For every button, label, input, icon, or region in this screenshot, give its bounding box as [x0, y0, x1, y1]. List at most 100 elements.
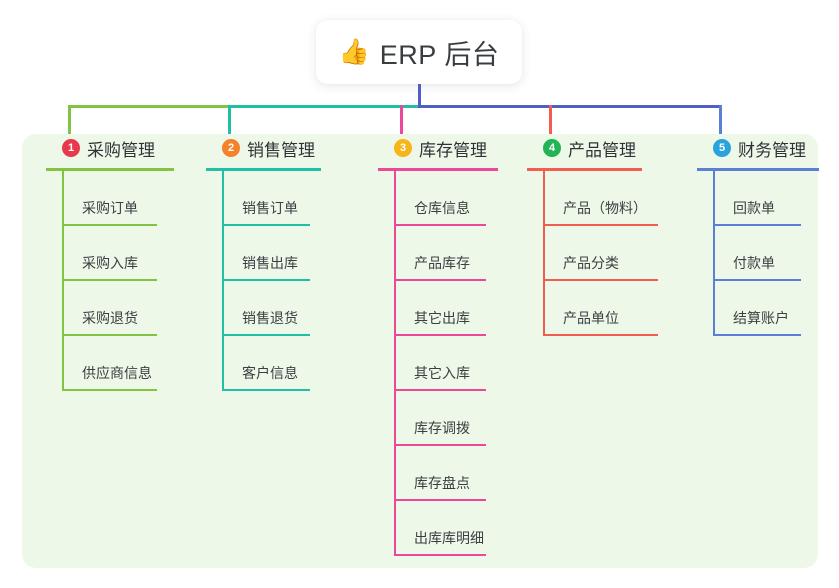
leaf-label: 库存调拨 — [414, 420, 470, 436]
module-header-1[interactable]: 1 采购管理 — [46, 134, 174, 162]
leaf-label: 产品分类 — [563, 255, 619, 271]
leaf-label: 销售订单 — [242, 200, 298, 216]
leaf-underline — [543, 224, 658, 226]
connector-drop-5 — [719, 105, 722, 157]
leaf-item[interactable]: 付款单 — [713, 226, 819, 281]
leaf-underline — [394, 334, 486, 336]
module-branch-4: 产品（物料） 产品分类产品单位 — [543, 171, 658, 336]
leaf-label: 产品（物料） — [563, 200, 647, 216]
module-header-5[interactable]: 5 财务管理 — [697, 134, 819, 162]
module-branch-1: 采购订单采购入库采购退货供应商信息 — [62, 171, 174, 391]
leaf-underline — [394, 499, 486, 501]
module-branch-5: 回款单付款单结算账户 — [713, 171, 819, 336]
module-badge-4: 4 — [543, 139, 561, 157]
leaf-underline — [394, 389, 486, 391]
leaf-item[interactable]: 产品库存 — [394, 226, 498, 281]
root-node[interactable]: 👍 ERP 后台 — [316, 20, 522, 84]
leaf-item[interactable]: 销售订单 — [222, 171, 321, 226]
module-underline-2 — [206, 168, 321, 171]
leaf-label: 采购入库 — [82, 255, 138, 271]
leaf-item[interactable]: 销售出库 — [222, 226, 321, 281]
leaf-item[interactable]: 客户信息 — [222, 336, 321, 391]
module-underline-4 — [527, 168, 642, 171]
module-title-4: 产品管理 — [568, 140, 636, 160]
leaf-item[interactable]: 库存盘点 — [394, 446, 498, 501]
leaf-underline — [713, 334, 801, 336]
leaf-item[interactable]: 采购退货 — [62, 281, 174, 336]
connector-drop-1 — [68, 105, 71, 157]
leaf-item[interactable]: 采购入库 — [62, 226, 174, 281]
root-stem-line — [418, 84, 421, 108]
leaf-underline — [222, 279, 310, 281]
modules-panel: 1 采购管理采购订单采购入库采购退货供应商信息 2 销售管理销售订单销售出库销售退货客… — [22, 134, 819, 568]
module-title-5: 财务管理 — [738, 140, 806, 160]
leaf-label: 结算账户 — [733, 310, 789, 326]
module-column-1: 1 采购管理采购订单采购入库采购退货供应商信息 — [46, 134, 174, 391]
module-branch-2: 销售订单销售出库销售退货客户信息 — [222, 171, 321, 391]
module-column-4: 4 产品管理产品（物料） 产品分类产品单位 — [527, 134, 658, 336]
leaf-underline — [543, 334, 658, 336]
leaf-underline — [222, 224, 310, 226]
leaf-underline — [394, 224, 486, 226]
leaf-underline — [394, 554, 486, 556]
leaf-label: 其它出库 — [414, 310, 470, 326]
leaf-item[interactable]: 销售退货 — [222, 281, 321, 336]
connector-drop-4 — [549, 105, 552, 157]
branch-trunk-3 — [394, 171, 396, 556]
module-branch-3: 仓库信息产品库存其它出库其它入库库存调拨库存盘点出库库明细 — [394, 171, 498, 556]
module-column-5: 5 财务管理回款单付款单结算账户 — [697, 134, 819, 336]
leaf-item[interactable]: 产品单位 — [543, 281, 658, 336]
leaf-underline — [222, 334, 310, 336]
leaf-label: 库存盘点 — [414, 475, 470, 491]
leaf-label: 销售退货 — [242, 310, 298, 326]
leaf-underline — [62, 224, 157, 226]
leaf-item[interactable]: 采购订单 — [62, 171, 174, 226]
module-header-2[interactable]: 2 销售管理 — [206, 134, 321, 162]
leaf-item[interactable]: 其它入库 — [394, 336, 498, 391]
leaf-underline — [62, 279, 157, 281]
leaf-item[interactable]: 供应商信息 — [62, 336, 174, 391]
connector-bar-teal — [228, 105, 418, 108]
module-header-4[interactable]: 4 产品管理 — [527, 134, 642, 162]
branch-trunk-5 — [713, 171, 715, 336]
connector-drop-3 — [400, 105, 403, 157]
root-title: ERP 后台 — [379, 39, 500, 70]
connector-bar-green — [68, 105, 228, 108]
leaf-item[interactable]: 仓库信息 — [394, 171, 498, 226]
module-badge-1: 1 — [62, 139, 80, 157]
module-title-1: 采购管理 — [87, 140, 155, 160]
leaf-underline — [62, 389, 157, 391]
module-underline-1 — [46, 168, 174, 171]
leaf-label: 出库库明细 — [414, 530, 484, 546]
module-badge-2: 2 — [222, 139, 240, 157]
leaf-underline — [713, 224, 801, 226]
leaf-label: 付款单 — [733, 255, 775, 271]
module-underline-3 — [378, 168, 498, 171]
leaf-item[interactable]: 出库库明细 — [394, 501, 498, 556]
connector-drop-2 — [228, 105, 231, 157]
leaf-item[interactable]: 结算账户 — [713, 281, 819, 336]
leaf-label: 产品库存 — [414, 255, 470, 271]
leaf-label: 销售出库 — [242, 255, 298, 271]
connector-bar-blue — [418, 105, 722, 108]
module-badge-3: 3 — [394, 139, 412, 157]
leaf-item[interactable]: 产品（物料） — [543, 171, 658, 226]
branch-trunk-1 — [62, 171, 64, 391]
leaf-label: 客户信息 — [242, 365, 298, 381]
module-column-2: 2 销售管理销售订单销售出库销售退货客户信息 — [206, 134, 321, 391]
leaf-underline — [222, 389, 310, 391]
leaf-label: 采购订单 — [82, 200, 138, 216]
leaf-item[interactable]: 产品分类 — [543, 226, 658, 281]
leaf-underline — [394, 279, 486, 281]
module-badge-5: 5 — [713, 139, 731, 157]
leaf-label: 供应商信息 — [82, 365, 152, 381]
leaf-item[interactable]: 回款单 — [713, 171, 819, 226]
module-title-2: 销售管理 — [247, 140, 315, 160]
leaf-label: 产品单位 — [563, 310, 619, 326]
leaf-item[interactable]: 库存调拨 — [394, 391, 498, 446]
leaf-underline — [394, 444, 486, 446]
leaf-item[interactable]: 其它出库 — [394, 281, 498, 336]
